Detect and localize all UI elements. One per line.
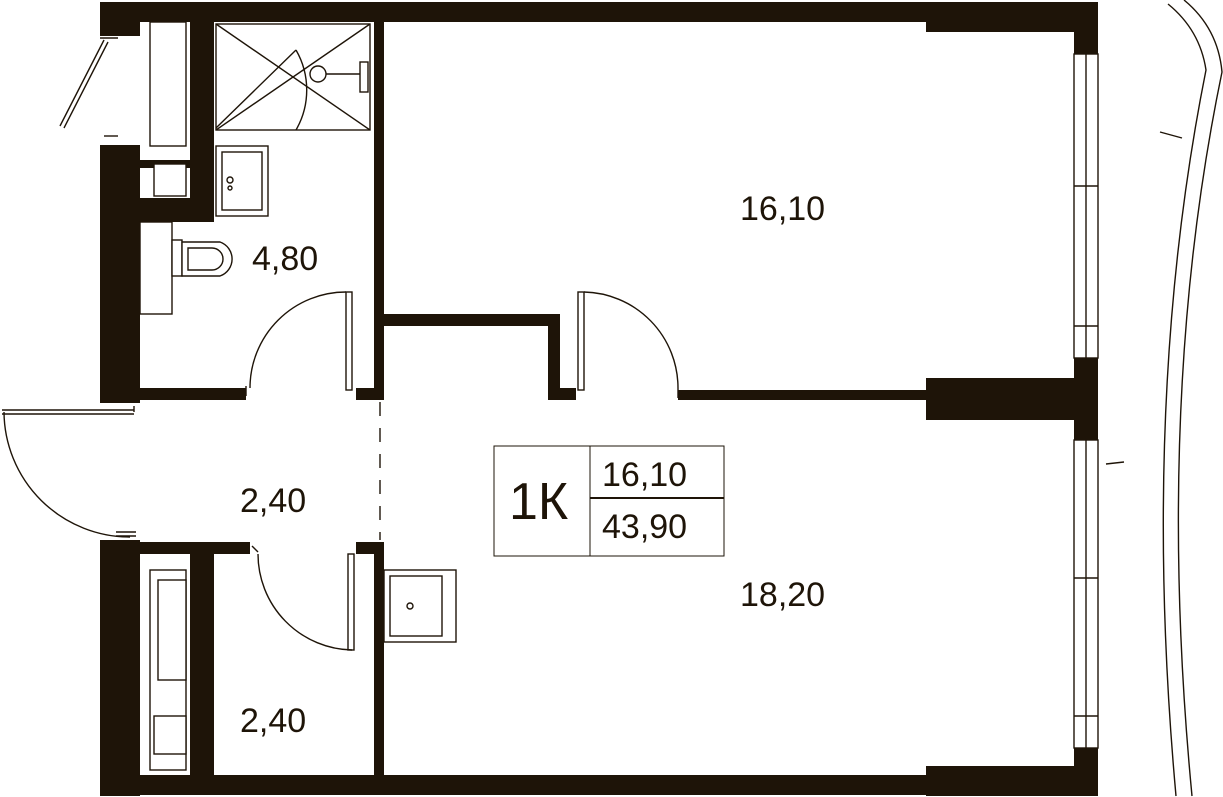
outer-walls xyxy=(100,2,1098,796)
room-door-jamb-left xyxy=(548,388,576,400)
balcony-rail xyxy=(1105,0,1223,797)
bath-door-jamb xyxy=(356,388,384,400)
bath-divider-wall xyxy=(190,22,214,222)
storage-divider-wall xyxy=(190,554,214,776)
living-area-value: 16,10 xyxy=(602,456,687,494)
right-wall-middle-block xyxy=(926,378,1098,420)
summary-box: 1К 16,10 43,90 xyxy=(493,445,725,557)
storage-top-wall xyxy=(140,542,250,554)
storage-door xyxy=(251,545,355,651)
left-wall-top xyxy=(100,2,140,36)
top-wall xyxy=(100,2,1098,22)
room-labels: 16,10 4,80 2,40 2,40 18,20 xyxy=(240,190,825,740)
room-lower-wall xyxy=(384,314,560,326)
storage-fixtures xyxy=(149,569,187,771)
room-kitchen-wall xyxy=(678,390,928,400)
bathroom-fixtures xyxy=(139,21,269,315)
storage-area-label: 2,40 xyxy=(240,702,306,740)
bath-lower-wall xyxy=(140,388,246,400)
room-wall-stub xyxy=(548,314,560,400)
kitchen-appliance xyxy=(383,569,457,643)
right-wall-middle xyxy=(1074,358,1098,440)
hall-area-label: 2,40 xyxy=(240,482,306,520)
bathroom-area-label: 4,80 xyxy=(252,240,318,278)
bottom-wall xyxy=(100,775,1098,795)
left-wall-upper xyxy=(100,145,140,403)
niche-cabinet xyxy=(153,163,187,197)
apartment-type: 1К xyxy=(509,473,568,531)
bath-room-wall xyxy=(374,22,384,400)
room-area-label: 16,10 xyxy=(740,190,825,228)
left-wall-lower xyxy=(100,540,140,796)
bathroom-door xyxy=(245,291,353,396)
top-right-wall-block xyxy=(926,2,1098,32)
kitchen-living-area-label: 18,20 xyxy=(740,576,825,614)
toilet xyxy=(171,239,233,277)
total-area-value: 43,90 xyxy=(602,508,687,546)
interior-walls xyxy=(140,22,928,777)
balcony-door-top-left xyxy=(59,37,118,137)
bath-cabinet-low xyxy=(139,221,173,315)
storage-kitchen-wall xyxy=(374,542,384,777)
right-wall-top xyxy=(1074,2,1098,54)
entrance-door xyxy=(2,406,136,538)
niche-bottom-wall xyxy=(140,198,214,222)
shower-cabin xyxy=(215,23,371,131)
bath-cabinet-top xyxy=(149,21,187,147)
room-door xyxy=(577,291,679,398)
windows xyxy=(1073,53,1099,749)
bottom-right-wall-block xyxy=(926,766,1098,796)
right-wall-bottom xyxy=(1074,748,1098,796)
